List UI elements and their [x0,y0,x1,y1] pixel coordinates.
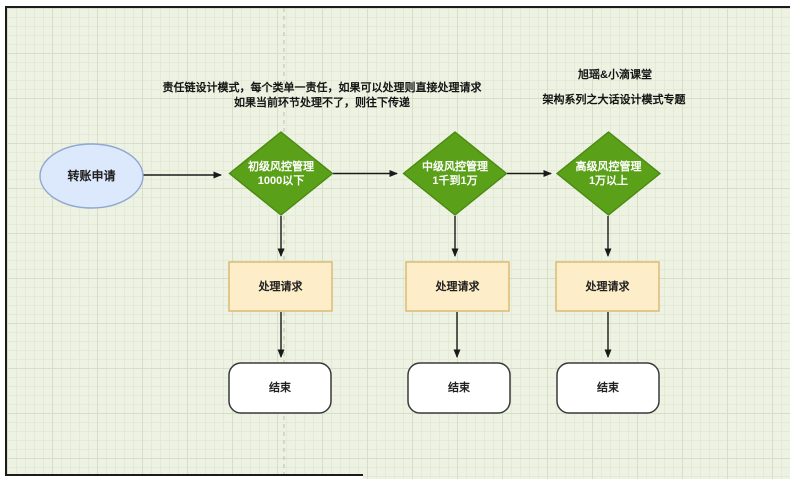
note-line-1: 责任链设计模式，每个类单一责任，如果可以处理则直接处理请求 [162,82,482,94]
process-box-3[interactable] [555,261,660,312]
end-box-3[interactable] [556,362,660,414]
brand-title-line-1: 旭瑶&小滴课堂 [578,69,652,81]
start-ellipse[interactable] [39,143,144,209]
process-box-1[interactable] [228,261,333,312]
window-bottom-edge [5,474,363,481]
process-box-2[interactable] [405,261,510,312]
decision-diamond-3[interactable] [555,131,662,216]
end-box-2[interactable] [407,362,511,414]
end-box-1[interactable] [228,362,332,414]
note-line-2: 如果当前环节处理不了，则往下传递 [234,97,410,109]
canvas-grid[interactable] [5,6,790,479]
brand-title-line-2: 架构系列之大话设计模式专题 [542,94,686,106]
decision-diamond-1[interactable] [228,131,334,216]
note-text: 责任链设计模式，每个类单一责任，如果可以处理则直接处理请求 如果当前环节处理不了… [150,81,494,111]
decision-diamond-2[interactable] [402,131,508,216]
